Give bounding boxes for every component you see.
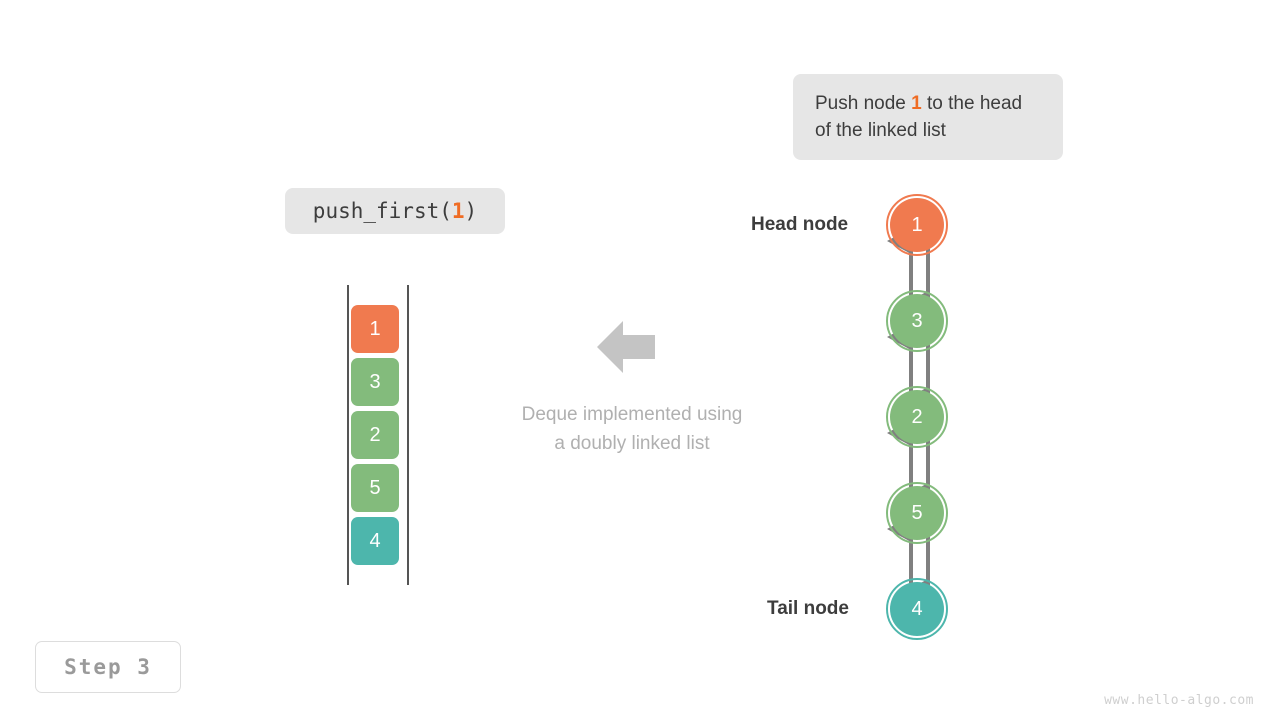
- center-caption: Deque implemented using a doubly linked …: [452, 400, 812, 458]
- array-rail-right: [407, 285, 409, 585]
- linked-list-node: 1: [890, 198, 944, 252]
- array-cell: 4: [351, 517, 399, 565]
- array-cell: 2: [351, 411, 399, 459]
- function-call-chip: push_first(1): [285, 188, 505, 234]
- left-arrow-icon: [597, 321, 655, 373]
- linked-list-node-value: 5: [911, 501, 923, 524]
- tail-node-label: Tail node: [767, 598, 849, 619]
- function-name: push_first(: [312, 199, 452, 223]
- array-cell: 5: [351, 464, 399, 512]
- operation-callout-highlight: 1: [911, 93, 922, 114]
- linked-list-node: 2: [890, 390, 944, 444]
- array-cell-value: 4: [369, 529, 381, 552]
- function-argument: 1: [451, 199, 465, 223]
- operation-callout: Push node 1 to the head of the linked li…: [793, 74, 1063, 160]
- linked-list-node-value: 2: [911, 405, 923, 428]
- linked-list-node-value: 3: [911, 309, 923, 332]
- linked-list-panel: 1 3 2 5 4: [870, 180, 980, 650]
- center-caption-line1: Deque implemented using: [521, 404, 743, 425]
- array-rail-left: [347, 285, 349, 585]
- array-cell: 1: [351, 305, 399, 353]
- array-cell-value: 1: [369, 317, 381, 340]
- step-badge: Step 3: [35, 641, 181, 693]
- array-cell-value: 3: [369, 370, 381, 393]
- linked-list-node: 4: [890, 582, 944, 636]
- watermark: www.hello-algo.com: [1104, 693, 1254, 708]
- array-cell-value: 5: [369, 476, 381, 499]
- linked-list-node-value: 4: [911, 597, 923, 620]
- function-paren-close: ): [464, 199, 478, 223]
- center-caption-line2: a doubly linked list: [554, 433, 710, 454]
- array-cell-value: 2: [369, 423, 381, 446]
- operation-callout-suffix: to the head of the linked list: [815, 93, 1023, 141]
- linked-list-node: 5: [890, 486, 944, 540]
- linked-list-node-value: 1: [911, 213, 923, 236]
- array-cell: 3: [351, 358, 399, 406]
- operation-callout-prefix: Push node: [815, 93, 912, 114]
- head-node-label: Head node: [751, 214, 849, 235]
- array-panel: 1 3 2 5 4: [340, 280, 420, 595]
- linked-list-node: 3: [890, 294, 944, 348]
- linked-list-node-ring: [886, 194, 948, 256]
